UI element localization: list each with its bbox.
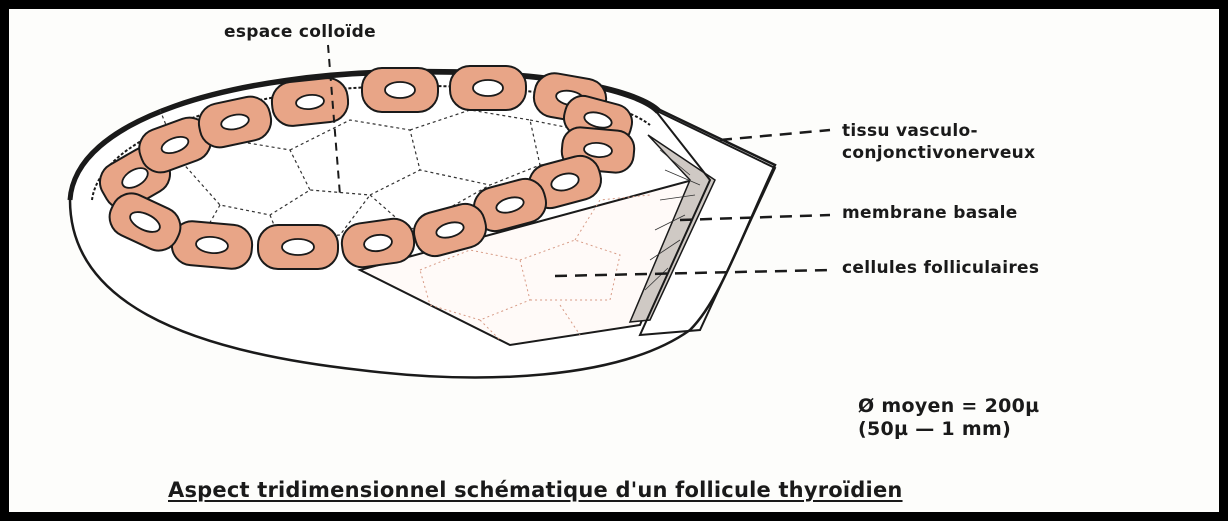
label-diametre: Ø moyen = 200µ (50µ — 1 mm) bbox=[858, 395, 1039, 441]
cell bbox=[450, 66, 526, 110]
leader-tissu bbox=[720, 130, 830, 140]
cell bbox=[270, 76, 350, 128]
label-cellules-folliculaires: cellules folliculaires bbox=[842, 258, 1039, 278]
cell bbox=[258, 225, 338, 269]
label-espace-colloide: espace colloïde bbox=[224, 22, 376, 42]
figure-caption: Aspect tridimensionnel schématique d'un … bbox=[168, 478, 903, 502]
label-tissu-vasculo: tissu vasculo- conjonctivonerveux bbox=[842, 120, 1035, 164]
label-diametre-line2: (50µ — 1 mm) bbox=[858, 418, 1039, 441]
label-tissu-line2: conjonctivonerveux bbox=[842, 142, 1035, 164]
label-diametre-line1: Ø moyen = 200µ bbox=[858, 395, 1039, 418]
label-tissu-line1: tissu vasculo- bbox=[842, 120, 1035, 142]
label-membrane-basale: membrane basale bbox=[842, 203, 1018, 223]
cell bbox=[170, 220, 254, 271]
cell bbox=[362, 68, 438, 112]
